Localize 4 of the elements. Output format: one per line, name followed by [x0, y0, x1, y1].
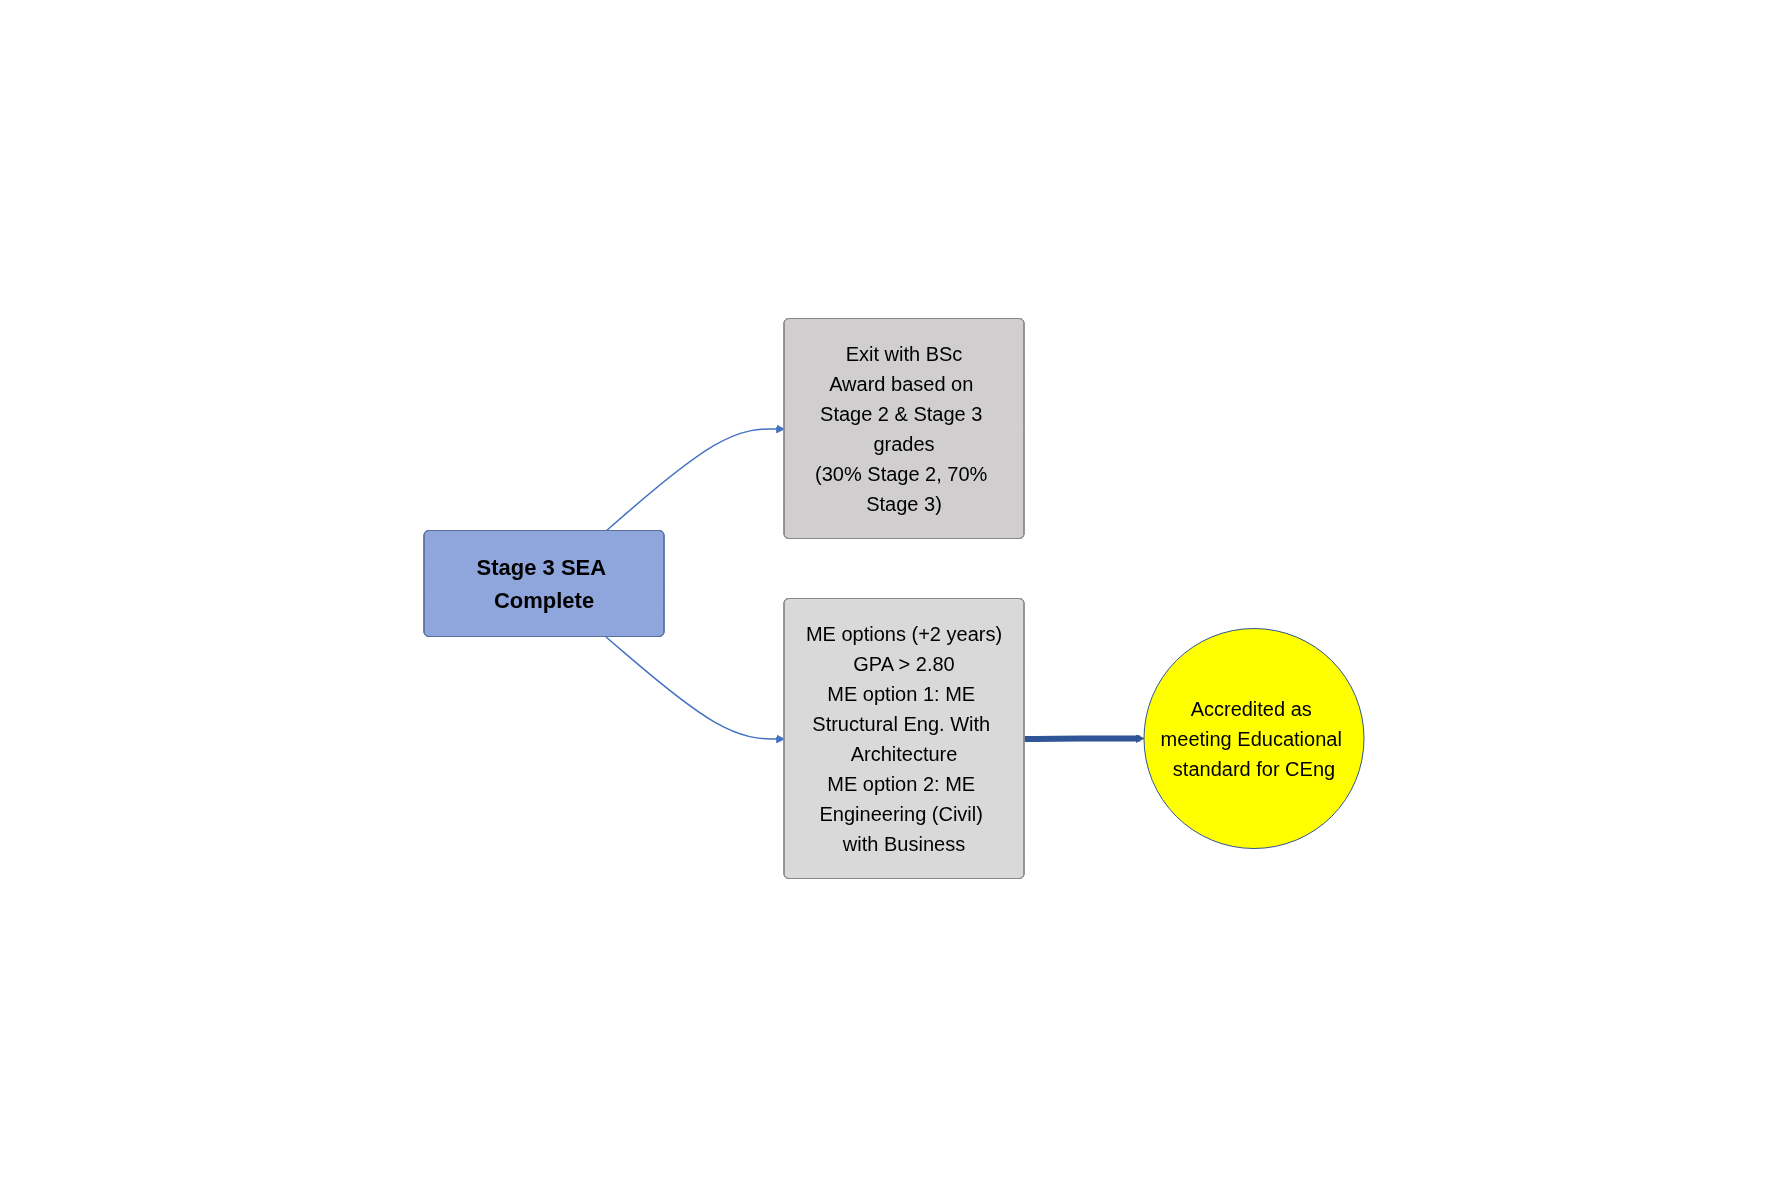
node-circle: Accredited as meeting Educational standard for CEng [1143, 628, 1364, 849]
arrow [604, 636, 785, 744]
arrow [604, 424, 785, 532]
arrow [1023, 734, 1144, 743]
